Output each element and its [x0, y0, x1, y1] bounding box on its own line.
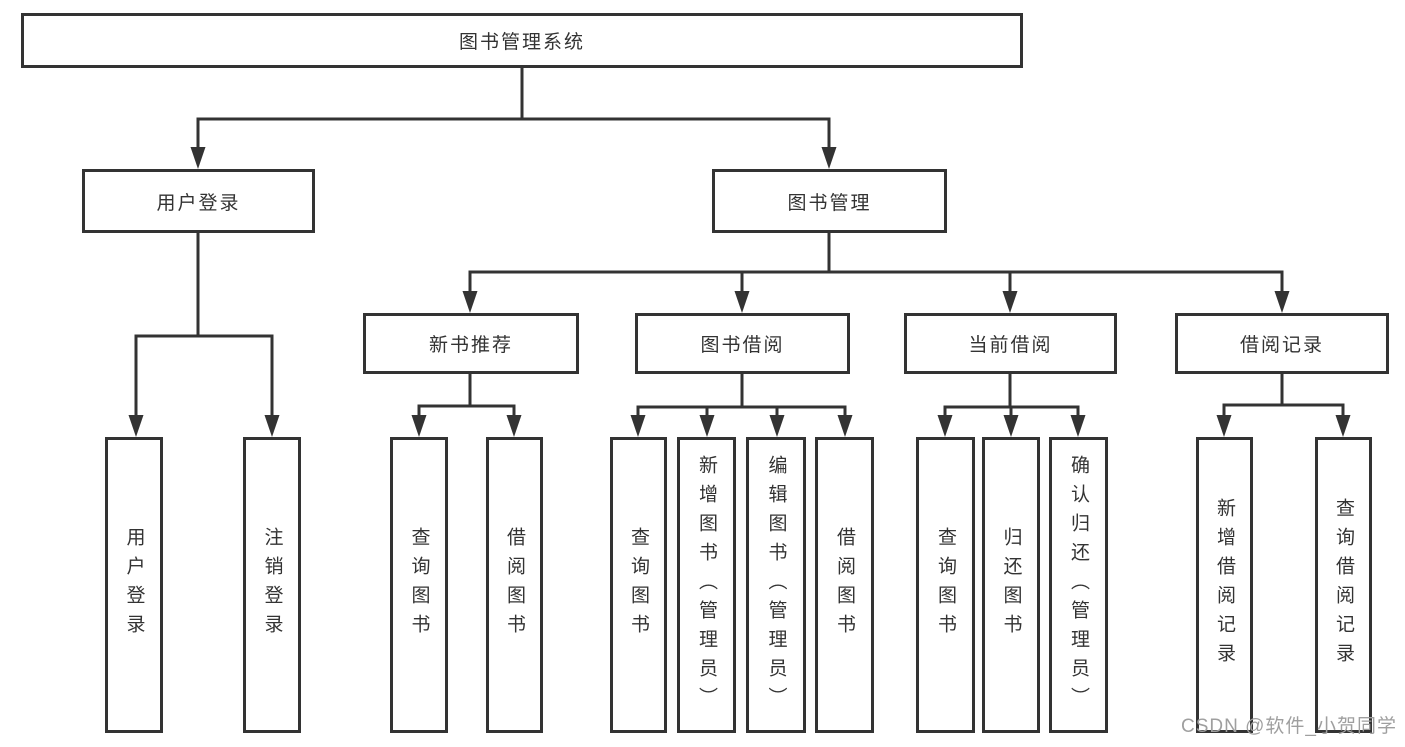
leaf-current-return-books: 归还图书: [982, 437, 1040, 733]
edge-book-management-to-level3: [462, 231, 1290, 313]
leaf-newbook-query-books: 查询图书: [390, 437, 448, 733]
leaf-current-confirm-return-admin: 确认归还（管理员）: [1049, 437, 1108, 733]
leaf-current-query-books: 查询图书: [916, 437, 975, 733]
leaf-records-query-record: 查询借阅记录: [1315, 437, 1372, 733]
leaf-borrowing-borrow-books-label: 借阅图书: [834, 527, 855, 643]
leaf-current-confirm-return-admin-label: 确认归还（管理员）: [1068, 454, 1089, 716]
leaf-borrowing-query-books: 查询图书: [610, 437, 667, 733]
leaf-newbook-borrow-books-label: 借阅图书: [504, 527, 525, 643]
leaf-borrowing-edit-books-admin-label: 编辑图书（管理员）: [765, 454, 787, 716]
leaf-borrowing-add-books-admin-label: 新增图书（管理员）: [696, 454, 717, 716]
node-current-borrowing: 当前借阅: [904, 313, 1117, 374]
node-book-borrowing: 图书借阅: [635, 313, 850, 374]
node-book-management: 图书管理: [712, 169, 947, 233]
csdn-watermark: CSDN @软件_小贺同学: [1181, 716, 1397, 737]
leaf-newbook-borrow-books: 借阅图书: [486, 437, 543, 733]
leaf-current-return-books-label: 归还图书: [1000, 527, 1022, 643]
edge-current-borrowing-to-leaves: [937, 372, 1086, 437]
leaf-borrowing-query-books-label: 查询图书: [628, 527, 649, 643]
leaf-logout-label: 注销登录: [261, 527, 283, 643]
leaf-logout: 注销登录: [243, 437, 301, 733]
edge-borrowing-records-to-leaves: [1216, 372, 1351, 437]
node-user-login: 用户登录: [82, 169, 315, 233]
leaf-borrowing-borrow-books: 借阅图书: [815, 437, 874, 733]
edge-user-login-to-leaves: [128, 231, 280, 437]
leaf-records-query-record-label: 查询借阅记录: [1333, 498, 1354, 672]
leaf-borrowing-edit-books-admin: 编辑图书（管理员）: [746, 437, 806, 733]
leaf-newbook-query-books-label: 查询图书: [408, 527, 430, 643]
leaf-records-add-record: 新增借阅记录: [1196, 437, 1253, 733]
leaf-user-login: 用户登录: [105, 437, 163, 733]
leaf-records-add-record-label: 新增借阅记录: [1214, 498, 1235, 672]
edge-root-to-level2: [190, 66, 837, 169]
node-borrowing-records: 借阅记录: [1175, 313, 1389, 374]
edge-new-book-recommend-to-leaves: [411, 372, 522, 437]
edge-book-borrowing-to-leaves: [630, 372, 853, 437]
node-library-management-system: 图书管理系统: [21, 13, 1023, 68]
leaf-current-query-books-label: 查询图书: [935, 527, 956, 643]
node-new-book-recommend: 新书推荐: [363, 313, 579, 374]
leaf-borrowing-add-books-admin: 新增图书（管理员）: [677, 437, 736, 733]
leaf-user-login-label: 用户登录: [123, 527, 145, 643]
